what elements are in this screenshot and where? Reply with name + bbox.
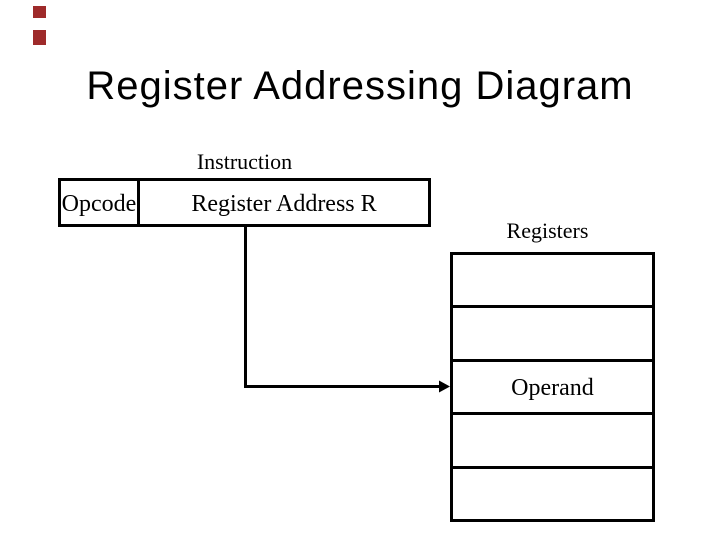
- slide-title: Register Addressing Diagram: [86, 64, 634, 108]
- register-row: [453, 465, 652, 519]
- register-row-operand: Operand: [453, 358, 652, 412]
- instruction-label: Instruction: [196, 149, 293, 174]
- register-row: [453, 412, 652, 465]
- opcode-cell: Opcode: [61, 181, 140, 224]
- register-row: [453, 305, 652, 358]
- register-row: [453, 255, 652, 305]
- arrow-head-icon: [439, 380, 450, 393]
- registers-label: Registers: [506, 218, 589, 243]
- slide-decoration-square-icon: [33, 30, 46, 45]
- registers-table: Operand: [450, 252, 655, 522]
- opcode-label: Opcode: [61, 191, 137, 217]
- register-address-cell: Register Address R: [140, 181, 428, 224]
- register-address-label: Register Address R: [191, 191, 377, 217]
- instruction-box: Opcode Register Address R: [58, 178, 431, 227]
- operand-label: Operand: [511, 374, 594, 401]
- arrow-line: [244, 225, 440, 388]
- slide-decoration-square-icon: [33, 6, 46, 18]
